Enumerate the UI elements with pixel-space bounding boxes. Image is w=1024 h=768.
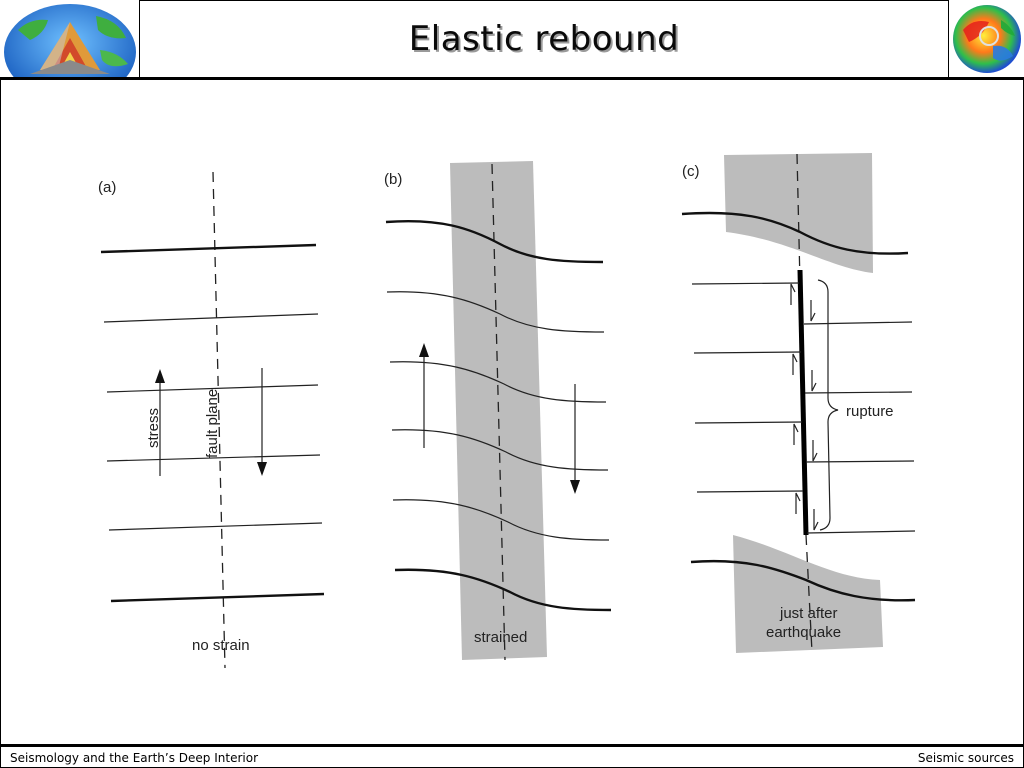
panel-c-marker-line-5-left xyxy=(696,490,804,493)
slide-header: Elastic rebound xyxy=(0,0,1024,100)
footer-section-title: Seismic sources xyxy=(917,751,1014,765)
panel-c: (c) rupture xyxy=(681,153,916,653)
slide-title: Elastic rebound xyxy=(408,18,680,59)
panel-c-rupture-brace xyxy=(817,279,839,531)
panel-b-caption: strained xyxy=(474,629,527,646)
panel-c-caption-line1: just after xyxy=(779,605,838,622)
panel-a-fault-plane-label: fault plane xyxy=(204,389,221,458)
mantle-tomography-globe xyxy=(948,0,1024,77)
elastic-rebound-diagram: (a) stress fault plane no strain (b) xyxy=(0,80,1024,744)
panel-c-marker-line-4-left xyxy=(694,421,803,424)
panel-a-marker-line-2 xyxy=(103,313,319,323)
panel-b-marker-line-3 xyxy=(389,361,607,403)
panel-c-lower-block xyxy=(733,535,883,653)
panel-a: (a) stress fault plane no strain xyxy=(98,171,325,669)
panel-a-caption: no strain xyxy=(192,637,250,654)
earth-cutaway-logo-graphic xyxy=(4,4,136,100)
panel-c-slip-arrow-up-3 xyxy=(793,423,799,445)
panel-c-slip-arrow-up-4 xyxy=(795,492,801,514)
panel-a-stress-arrowhead-up xyxy=(155,369,165,383)
panel-a-marker-line-5 xyxy=(108,522,323,531)
panel-c-slip-arrow-down-4 xyxy=(813,509,819,531)
panel-c-fault-line-top xyxy=(796,153,801,284)
panel-a-stress-label: stress xyxy=(145,408,162,448)
footer-course-title: Seismology and the Earth’s Deep Interior xyxy=(10,751,258,765)
mantle-tomography-globe-graphic xyxy=(953,5,1021,73)
panel-c-label: (c) xyxy=(682,163,700,180)
panel-b-marker-line-2 xyxy=(386,291,605,333)
panel-c-caption-line2: earthquake xyxy=(766,624,841,641)
panel-c-slip-arrow-down-3 xyxy=(812,440,818,462)
panel-c-fault-line-bottom xyxy=(805,534,813,653)
panel-c-slip-arrow-down-1 xyxy=(810,300,816,322)
panel-c-marker-line-6 xyxy=(690,559,916,602)
slide-footer: Seismology and the Earth’s Deep Interior… xyxy=(0,744,1024,768)
panel-b-stress-arrowhead-down xyxy=(570,480,580,494)
panel-b-marker-line-5 xyxy=(392,499,610,541)
panel-c-marker-line-3-left xyxy=(693,351,802,354)
panel-c-slip-arrow-down-2 xyxy=(811,370,817,392)
panel-b-marker-line-1 xyxy=(385,219,604,264)
diagram-canvas: (a) stress fault plane no strain (b) xyxy=(98,153,916,669)
panel-a-stress-arrowhead-down xyxy=(257,462,267,476)
panel-b-fault-line xyxy=(491,163,506,661)
panel-b-stress-arrowhead-up xyxy=(419,343,429,357)
panel-c-marker-line-5-right xyxy=(806,530,916,534)
panel-b: (b) strained xyxy=(384,161,612,661)
panel-a-marker-line-4 xyxy=(106,454,321,462)
panel-a-marker-line-1 xyxy=(100,243,317,254)
panel-c-marker-line-4-right xyxy=(805,460,915,463)
panel-c-slip-arrow-up-1 xyxy=(790,283,796,305)
panel-b-label: (b) xyxy=(384,171,402,188)
panel-a-label: (a) xyxy=(98,179,116,196)
panel-c-marker-line-1 xyxy=(681,211,909,255)
earth-cutaway-logo xyxy=(0,0,140,100)
panel-b-marker-line-6 xyxy=(394,568,612,612)
panel-c-slip-arrow-up-2 xyxy=(792,353,798,375)
panel-a-marker-line-6 xyxy=(110,592,325,603)
panel-c-marker-line-2-left xyxy=(691,282,800,285)
panel-c-marker-line-3-right xyxy=(804,391,913,394)
panel-a-fault-line xyxy=(212,171,226,669)
panel-a-marker-line-3 xyxy=(106,384,319,393)
panel-c-rupture-plane xyxy=(797,269,809,536)
panel-c-rupture-label: rupture xyxy=(846,403,894,420)
panel-b-marker-line-4 xyxy=(391,429,609,471)
panel-c-marker-line-2-right xyxy=(803,321,913,325)
